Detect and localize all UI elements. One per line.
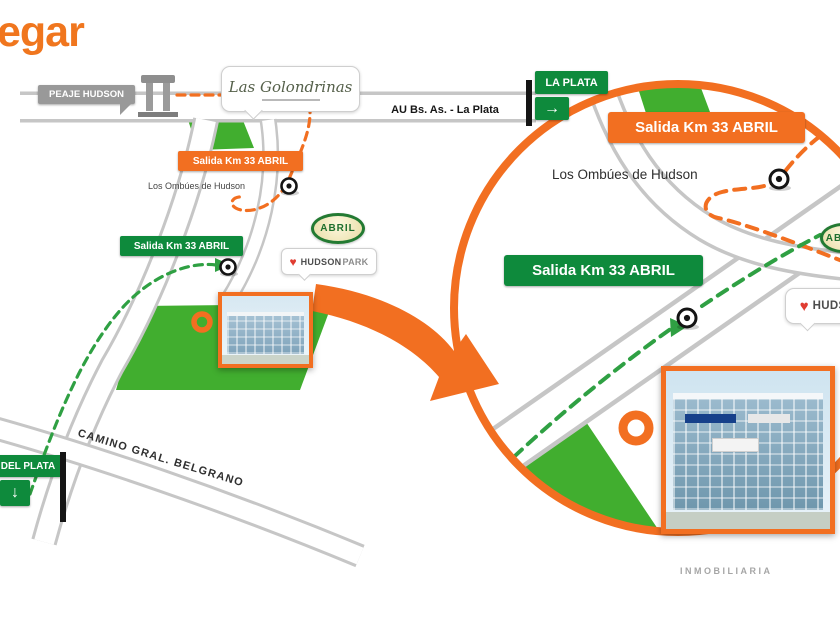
camino-road [0, 420, 364, 565]
green-route-continue [700, 233, 822, 308]
orange-route-inset [703, 114, 840, 266]
poi-ring [191, 311, 213, 333]
arrow-down-icon: ↓ [11, 484, 19, 501]
mar-del-plata-arrow-sign: ↓ [0, 480, 30, 506]
toll-roof [141, 75, 175, 83]
green-route-inset [498, 326, 674, 472]
facade-sign-board [711, 437, 760, 452]
ombues-label: Los Ombúes de Hudson [148, 181, 246, 191]
facade-windows [672, 393, 824, 511]
exit-marker-dot [683, 314, 691, 322]
hudson-park-logo-hudson: HUDSON [300, 256, 342, 267]
arrow-right-icon: → [544, 99, 560, 117]
markers-left [191, 177, 299, 333]
zoom-arrow [312, 284, 499, 401]
facade-roofline [227, 312, 304, 317]
abril-badge: ABRIL [311, 213, 365, 244]
building-photo-small [218, 292, 313, 368]
hudson-park-bubble-inset: ♥ HUDSON [785, 288, 840, 324]
mar-del-plata-sign: R DEL PLATA [0, 455, 62, 477]
exit-km33-orange-sign: Salida Km 33 ABRIL [178, 151, 303, 171]
green-route [28, 262, 218, 496]
heart-icon: ♥ [289, 254, 297, 269]
hudson-logo-inset: HUDSON [812, 300, 840, 312]
peaje-sign-pointer [120, 103, 132, 115]
photo-plaza [666, 511, 830, 529]
exit-marker-dot [775, 175, 783, 183]
facade-banner-white [748, 414, 791, 424]
building-photo-large [661, 366, 835, 534]
green-route-arrowhead-inset [670, 318, 688, 337]
la-plata-arrow-sign: → [535, 97, 569, 120]
routes-inset [498, 114, 840, 472]
mar-del-plata-sign-post [60, 452, 66, 522]
golondrinas-bubble: Las Golondrinas [221, 66, 360, 112]
toll-pillar [146, 83, 153, 111]
exit-km33-green-sign-inset: Salida Km 33 ABRIL [504, 255, 703, 286]
photo-ground [222, 355, 309, 364]
markers-inset [618, 168, 791, 446]
toll-base [138, 112, 178, 117]
branch-road [222, 119, 277, 304]
building-facade [227, 312, 304, 355]
building-facade [672, 393, 824, 511]
exit-marker-dot [286, 183, 292, 189]
golondrinas-tagline [261, 98, 320, 101]
peaje-hudson-sign: PEAJE HUDSON [38, 85, 135, 104]
ombues-label-inset: Los Ombúes de Hudson [552, 167, 698, 182]
facade-windows [227, 312, 304, 355]
page-title-fragment: egar [0, 8, 85, 56]
la-plata-sign: LA PLATA [535, 71, 608, 94]
highway-label: AU Bs. As. - La Plata [391, 104, 499, 116]
toll-booth-icon [138, 75, 178, 117]
watermark-caption: INMOBILIARIA [680, 566, 773, 576]
heart-icon: ♥ [799, 297, 809, 315]
facade-roofline [672, 393, 824, 400]
la-plata-sign-post [526, 80, 532, 126]
toll-pillar [163, 83, 170, 111]
exit-km33-green-sign: Salida Km 33 ABRIL [120, 236, 243, 256]
golondrinas-logo: Las Golondrinas [228, 77, 353, 96]
side-road [34, 118, 216, 545]
hudson-park-logo-park: PARK [342, 256, 369, 267]
orange-route [175, 93, 312, 213]
poi-ring-inset [618, 410, 654, 446]
exit-marker-dot [225, 264, 231, 270]
exit-km33-orange-sign-inset: Salida Km 33 ABRIL [608, 112, 805, 143]
facade-banner-blue [684, 414, 736, 424]
